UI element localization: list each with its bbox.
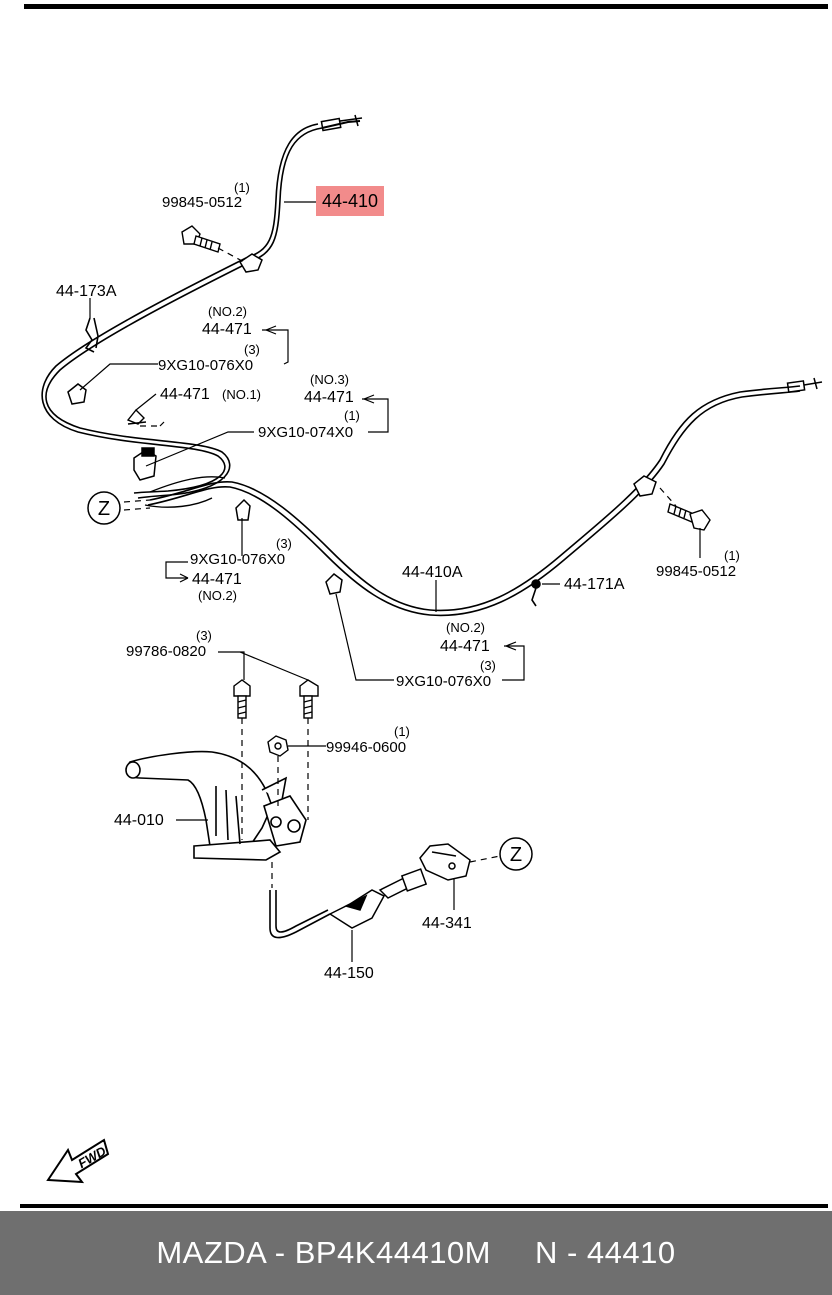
zone-z-marker-left: Z xyxy=(87,491,121,525)
parking-brake-lever xyxy=(125,750,307,861)
label-clamp-c-qty: (3) xyxy=(276,536,292,551)
label-bolt-lever[interactable]: 99786-0820 xyxy=(126,643,206,660)
label-clamp-c-no: (NO.2) xyxy=(198,588,237,603)
label-clamp-no1-no: (NO.1) xyxy=(222,387,261,402)
clamp-44-471-no3 xyxy=(133,447,157,481)
label-bolt-top-qty: (1) xyxy=(234,180,250,195)
clamp-44-471-lower xyxy=(325,573,343,595)
cable-inner-loop xyxy=(144,476,226,508)
label-bolt-right[interactable]: 99845-0512 xyxy=(656,563,736,580)
footer-part-number: MAZDA - BP4K44410M xyxy=(156,1235,491,1270)
zone-z-marker-right: Z xyxy=(499,837,533,871)
label-44-410a[interactable]: 44-410A xyxy=(402,564,463,581)
label-clamp-a-qty: (3) xyxy=(244,342,260,357)
label-nut-lever-qty: (1) xyxy=(394,724,410,739)
label-clamp-d-part[interactable]: 44-471 xyxy=(440,638,490,655)
label-clamp-c-part[interactable]: 44-471 xyxy=(192,571,242,588)
label-clamp-a-no: (NO.2) xyxy=(208,304,247,319)
cable-end-right xyxy=(786,377,823,393)
bolt-99845-0512-top xyxy=(181,225,221,253)
dashed-leaders xyxy=(123,247,677,888)
svg-text:Z: Z xyxy=(510,844,522,866)
clamp-44-471-no1 xyxy=(126,408,147,425)
top-border xyxy=(24,4,828,9)
label-clamp-c-bolt[interactable]: 9XG10-076X0 xyxy=(190,551,285,568)
label-clamp-no1-part[interactable]: 44-471 xyxy=(160,386,210,403)
cable-bracket-top xyxy=(238,253,263,273)
bottom-border xyxy=(20,1204,828,1208)
rear-cable-44-410a xyxy=(147,385,801,617)
label-bolt-top[interactable]: 99845-0512 xyxy=(162,194,242,211)
cable-end-top xyxy=(320,114,363,132)
svg-text:Z: Z xyxy=(98,498,110,520)
front-cable-44-150 xyxy=(269,890,331,939)
label-clamp-b-part[interactable]: 44-471 xyxy=(304,389,354,406)
label-44-171a[interactable]: 44-171A xyxy=(564,576,625,593)
label-clamp-d-bolt[interactable]: 9XG10-076X0 xyxy=(396,673,491,690)
label-clamp-a-bolt[interactable]: 9XG10-076X0 xyxy=(158,357,253,374)
nut-99946-0600 xyxy=(267,735,289,757)
clamp-44-471-mid xyxy=(235,498,251,521)
label-clamp-b-qty: (1) xyxy=(344,408,360,423)
bracket-44-341 xyxy=(419,843,471,881)
solid-leaders xyxy=(79,201,701,962)
label-clamp-b-bolt[interactable]: 9XG10-074X0 xyxy=(258,424,353,441)
fwd-arrow-icon: FWD xyxy=(46,1138,110,1184)
label-clamp-d-qty: (3) xyxy=(480,658,496,673)
label-44-410[interactable]: 44-410 xyxy=(322,191,378,211)
parts-diagram: Z Z 44-410 (1) 99845-0512 44-173A (NO.2)… xyxy=(20,4,828,1208)
label-clamp-b-no: (NO.3) xyxy=(310,372,349,387)
label-44-010[interactable]: 44-010 xyxy=(114,812,164,829)
equalizer-bracket xyxy=(328,868,428,929)
label-44-150[interactable]: 44-150 xyxy=(324,965,374,982)
label-clamp-d-no: (NO.2) xyxy=(446,620,485,635)
bolt-99786-0820-left xyxy=(233,679,251,719)
label-clamp-a-part[interactable]: 44-471 xyxy=(202,321,252,338)
label-bolt-lever-qty: (3) xyxy=(196,628,212,643)
clip-44-173a xyxy=(84,317,99,353)
highlight-box xyxy=(316,186,384,216)
footer-banner: MAZDA - BP4K44410M N - 44410 xyxy=(0,1211,832,1295)
label-44-341[interactable]: 44-341 xyxy=(422,915,472,932)
bolt-99786-0820-right xyxy=(299,679,319,719)
clip-44-171a xyxy=(531,579,541,607)
footer-diagram-code: N - 44410 xyxy=(535,1235,676,1270)
label-bolt-right-qty: (1) xyxy=(724,548,740,563)
label-44-173a[interactable]: 44-173A xyxy=(56,283,117,300)
bolt-99845-0512-right xyxy=(667,503,711,531)
cable-bracket-right xyxy=(633,475,657,497)
label-nut-lever[interactable]: 99946-0600 xyxy=(326,739,406,756)
